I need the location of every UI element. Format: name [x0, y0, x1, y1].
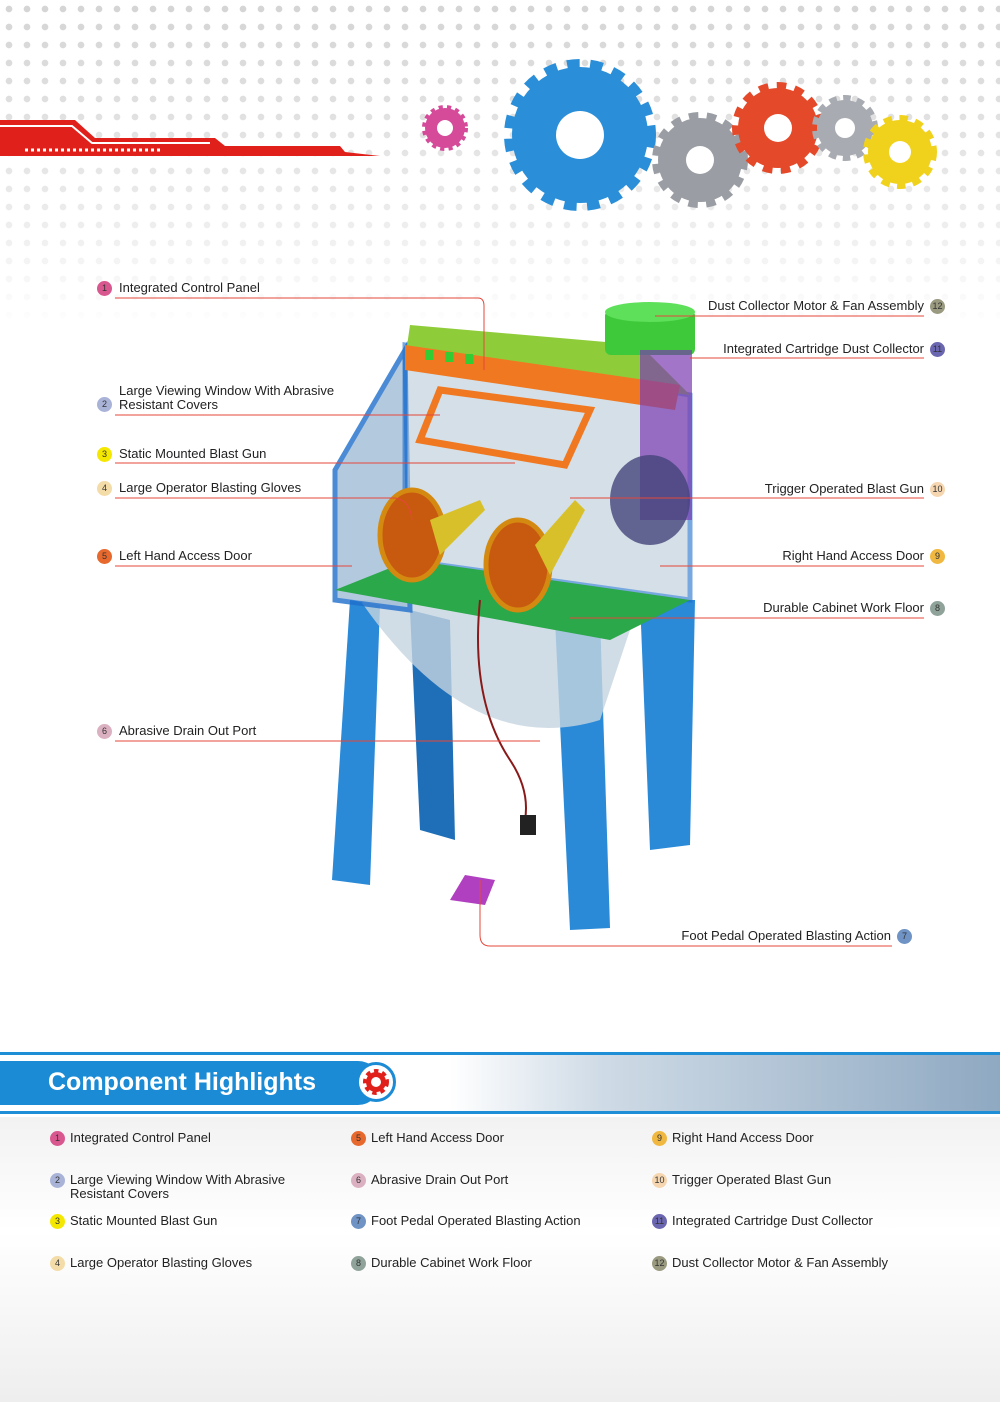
- highlight-label: Right Hand Access Door: [672, 1130, 814, 1145]
- illustration: [0, 59, 937, 947]
- badge-6: 6: [97, 724, 112, 739]
- callout-drain-port: Abrasive Drain Out Port: [119, 723, 257, 738]
- highlight-item: 1 Integrated Control Panel: [50, 1130, 211, 1146]
- callout-dust-collector: Integrated Cartridge Dust Collector: [723, 341, 924, 356]
- callout-right-hand-door: Right Hand Access Door: [782, 548, 924, 563]
- callout-viewing-window-line2: Resistant Covers: [119, 397, 218, 412]
- badge-12: 12: [930, 299, 945, 314]
- callout-trigger-blast-gun: Trigger Operated Blast Gun: [764, 481, 924, 496]
- component-highlights-banner: Component Highlights: [0, 1052, 1000, 1114]
- highlight-label: Large Viewing Window With Abrasive: [70, 1172, 286, 1187]
- highlight-item: 12 Dust Collector Motor & Fan Assembly: [652, 1255, 889, 1271]
- highlight-item: 10 Trigger Operated Blast Gun: [652, 1172, 832, 1188]
- highlight-item: 6 Abrasive Drain Out Port: [351, 1172, 509, 1188]
- number-badge: 10: [652, 1173, 667, 1188]
- badge-11: 11: [930, 342, 945, 357]
- highlight-item: 8 Durable Cabinet Work Floor: [351, 1255, 532, 1271]
- number-badge: 4: [50, 1256, 65, 1271]
- number-badge: 12: [652, 1256, 667, 1271]
- number-badge: 8: [351, 1256, 366, 1271]
- highlight-item: 4 Large Operator Blasting Gloves: [50, 1255, 253, 1271]
- highlight-label-line2: Resistant Covers: [70, 1186, 169, 1201]
- highlight-label: Static Mounted Blast Gun: [70, 1213, 218, 1228]
- red-swoosh-decoration: [0, 120, 380, 156]
- highlight-label: Trigger Operated Blast Gun: [672, 1172, 832, 1187]
- badge-8: 8: [930, 601, 945, 616]
- number-badge: 2: [50, 1173, 65, 1188]
- callout-foot-pedal: Foot Pedal Operated Blasting Action: [681, 928, 891, 943]
- gears-decoration: [422, 59, 937, 211]
- number-badge: 1: [50, 1131, 65, 1146]
- highlight-item: 11 Integrated Cartridge Dust Collector: [652, 1213, 873, 1229]
- highlight-item: 9 Right Hand Access Door: [652, 1130, 814, 1146]
- highlight-label: Abrasive Drain Out Port: [371, 1172, 509, 1187]
- number-badge: 5: [351, 1131, 366, 1146]
- highlights-list: [0, 1117, 1000, 1402]
- dot-pattern-background: [0, 0, 1000, 330]
- number-badge: 6: [351, 1173, 366, 1188]
- callout-motor-fan: Dust Collector Motor & Fan Assembly: [707, 298, 924, 313]
- badge-5: 5: [97, 549, 112, 564]
- callout-blasting-gloves: Large Operator Blasting Gloves: [119, 480, 302, 495]
- highlight-item: 7 Foot Pedal Operated Blasting Action: [351, 1213, 581, 1229]
- callout-viewing-window: Large Viewing Window With Abrasive: [119, 383, 335, 398]
- highlight-label: Durable Cabinet Work Floor: [371, 1255, 532, 1270]
- callout-left-hand-door: Left Hand Access Door: [119, 548, 252, 563]
- badge-10: 10: [930, 482, 945, 497]
- leader-lines: [115, 297, 924, 947]
- callout-work-floor: Durable Cabinet Work Floor: [763, 600, 924, 615]
- badge-9: 9: [930, 549, 945, 564]
- highlight-label: Dust Collector Motor & Fan Assembly: [672, 1255, 889, 1270]
- number-badge: 11: [652, 1214, 667, 1229]
- highlight-label: Integrated Cartridge Dust Collector: [672, 1213, 873, 1228]
- highlight-item: 5 Left Hand Access Door: [351, 1130, 504, 1146]
- gear-icon: [356, 1062, 396, 1102]
- highlight-label: Large Operator Blasting Gloves: [70, 1255, 253, 1270]
- blast-cabinet-machine: [332, 302, 695, 930]
- highlight-label: Left Hand Access Door: [371, 1130, 504, 1145]
- highlight-label: Foot Pedal Operated Blasting Action: [371, 1213, 581, 1228]
- highlight-item: 3 Static Mounted Blast Gun: [50, 1213, 218, 1229]
- badge-7: 7: [897, 929, 912, 944]
- badge-4: 4: [97, 481, 112, 496]
- badge-2: 2: [97, 397, 112, 412]
- number-badge: 9: [652, 1131, 667, 1146]
- callout-integrated-control-panel: Integrated Control Panel: [119, 280, 260, 295]
- badge-1: 1: [97, 281, 112, 296]
- section-title: Component Highlights: [48, 1068, 317, 1096]
- number-badge: 7: [351, 1214, 366, 1229]
- callout-static-blast-gun: Static Mounted Blast Gun: [119, 446, 267, 461]
- number-badge: 3: [50, 1214, 65, 1229]
- highlight-label: Integrated Control Panel: [70, 1130, 211, 1145]
- badge-3: 3: [97, 447, 112, 462]
